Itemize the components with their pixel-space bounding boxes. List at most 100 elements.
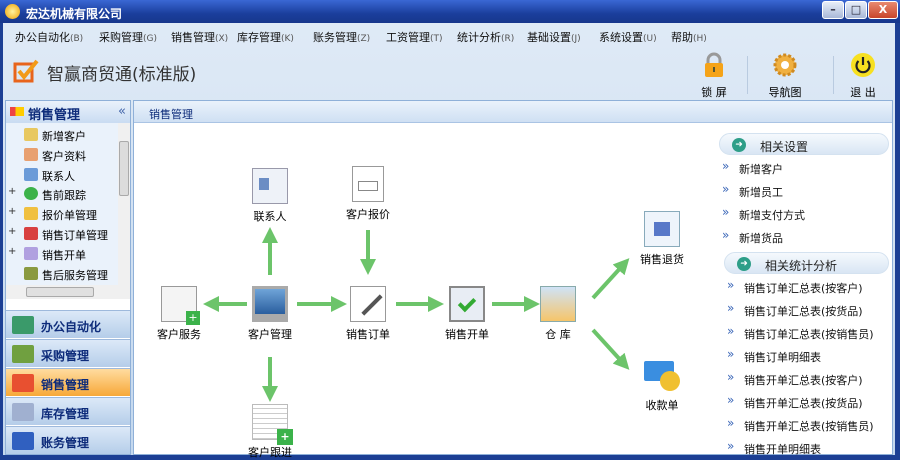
related-link[interactable]: 销售开单明细表 <box>724 437 889 460</box>
flow-node-quote[interactable]: 客户报价 <box>328 166 408 222</box>
flow-label: 客户服务 <box>157 328 201 341</box>
menu-label: 库存管理 <box>237 31 281 44</box>
coins-icon <box>644 357 680 393</box>
module-button[interactable]: 账务管理 <box>6 426 130 454</box>
flow-node-customer[interactable]: 客户管理 <box>230 286 310 342</box>
related-link[interactable]: 销售订单汇总表(按销售员) <box>724 322 889 345</box>
related-link[interactable]: 销售开单汇总表(按客户) <box>724 368 889 391</box>
tree-item-label: 销售订单管理 <box>42 229 108 242</box>
flow-node-followup[interactable]: +客户跟进 <box>230 404 310 460</box>
expand-toggle[interactable]: + <box>8 186 17 198</box>
menu-item[interactable]: 帮助(H) <box>671 29 707 45</box>
service-icon: + <box>161 286 200 325</box>
lock-icon <box>705 52 723 77</box>
flow-node-receipt[interactable]: 收款单 <box>622 357 702 413</box>
vertical-scrollbar[interactable] <box>118 123 130 285</box>
menu-item[interactable]: 库存管理(K) <box>237 29 294 45</box>
module-button[interactable]: 销售管理 <box>6 368 130 396</box>
brand-logo-icon <box>13 59 39 83</box>
menu-label: 办公自动化 <box>15 31 70 44</box>
menu-bar: 办公自动化(B) 采购管理(G) 销售管理(X) 库存管理(K) 账务管理(Z) 工资管理… <box>3 23 895 48</box>
tree-item[interactable]: +报价单管理 <box>6 204 118 223</box>
contact-card-icon <box>252 168 288 204</box>
menu-shortcut: (T) <box>430 34 443 44</box>
related-link[interactable]: 销售开单汇总表(按销售员) <box>724 414 889 437</box>
menu-label: 销售管理 <box>171 31 215 44</box>
module-label: 办公自动化 <box>41 320 102 334</box>
related-link[interactable]: 新增客户 <box>719 157 889 180</box>
tree-item[interactable]: +销售开单 <box>6 244 118 263</box>
maximize-button[interactable]: □ <box>845 1 867 19</box>
flow-node-service[interactable]: + 客户服务 <box>139 286 219 342</box>
module-button[interactable]: 库存管理 <box>6 397 130 425</box>
module-label: 采购管理 <box>41 349 90 363</box>
navigation-map-button[interactable]: 导航图 <box>760 52 810 100</box>
related-link[interactable]: 销售订单明细表 <box>724 345 889 368</box>
window-title: 宏达机械有限公司 <box>26 7 123 21</box>
module-icon <box>12 403 34 421</box>
menu-item[interactable]: 系统设置(U) <box>599 29 657 45</box>
monitor-icon <box>252 286 288 322</box>
menu-shortcut: (X) <box>215 34 229 44</box>
menu-shortcut: (R) <box>501 34 515 44</box>
tree-item[interactable]: + 售前跟踪 <box>6 184 118 203</box>
tree-item[interactable]: 客户资料 <box>6 145 118 164</box>
related-link[interactable]: 新增货品 <box>719 226 889 249</box>
close-button[interactable]: X <box>868 1 898 19</box>
module-button[interactable]: 采购管理 <box>6 339 130 367</box>
section-title: 相关统计分析 <box>765 259 838 273</box>
expand-toggle[interactable]: + <box>8 206 17 218</box>
lock-screen-button[interactable]: 锁 屏 <box>689 52 739 100</box>
tree-item-icon <box>24 227 38 240</box>
tree-item[interactable]: 联系人 <box>6 165 118 184</box>
menu-shortcut: (B) <box>70 34 84 44</box>
tree-item[interactable]: 售后服务管理 <box>6 264 118 283</box>
collapse-sidebar-button[interactable]: « <box>118 104 126 119</box>
menu-label: 工资管理 <box>386 31 430 44</box>
expand-toggle[interactable]: + <box>8 245 17 257</box>
lock-screen-label: 锁 屏 <box>701 86 727 99</box>
tree-item[interactable]: 新增客户 <box>6 125 118 144</box>
expand-toggle[interactable]: + <box>8 226 17 237</box>
menu-shortcut: (U) <box>643 34 657 44</box>
menu-item[interactable]: 统计分析(R) <box>457 29 514 45</box>
flow-node-invoice[interactable]: 销售开单 <box>427 286 507 342</box>
related-link[interactable]: 新增员工 <box>719 180 889 203</box>
navigation-map-label: 导航图 <box>768 86 802 99</box>
sales-icon <box>10 107 24 116</box>
related-link[interactable]: 新增支付方式 <box>719 203 889 226</box>
tree-item-label: 售前跟踪 <box>42 189 86 203</box>
return-goods-icon <box>644 211 680 247</box>
sidebar-header: 销售管理« <box>6 101 130 123</box>
horizontal-scrollbar[interactable] <box>6 285 130 299</box>
related-link[interactable]: 销售订单汇总表(按货品) <box>724 299 889 322</box>
menu-item[interactable]: 基础设置(J) <box>527 29 581 45</box>
panel-title: 销售管理 <box>134 101 892 123</box>
related-link[interactable]: 销售开单汇总表(按货品) <box>724 391 889 414</box>
module-label: 库存管理 <box>41 407 90 421</box>
flow-node-return[interactable]: 销售退货 <box>622 211 702 267</box>
menu-shortcut: (Z) <box>357 34 371 44</box>
menu-item[interactable]: 采购管理(G) <box>99 29 157 45</box>
menu-item[interactable]: 办公自动化(B) <box>15 29 83 45</box>
checked-invoice-icon <box>449 286 485 322</box>
related-link[interactable]: 销售订单汇总表(按客户) <box>724 276 889 299</box>
flow-label: 销售开单 <box>445 328 489 341</box>
menu-item[interactable]: 账务管理(Z) <box>313 29 370 45</box>
menu-item[interactable]: 工资管理(T) <box>386 29 443 45</box>
exit-button[interactable]: 退 出 <box>838 52 888 100</box>
flow-node-order[interactable]: 销售订单 <box>328 286 408 342</box>
tree-item-label: 客户资料 <box>42 149 86 163</box>
related-settings-header: ➜相关设置 <box>719 133 889 155</box>
document-icon <box>352 166 384 202</box>
module-button[interactable]: 办公自动化 <box>6 310 130 338</box>
minimize-button[interactable]: – <box>822 1 844 19</box>
divider <box>747 56 748 94</box>
related-panel: ➜相关设置 新增客户新增员工新增支付方式新增货品 ➜相关统计分析 销售订单汇总表… <box>719 133 889 460</box>
menu-item[interactable]: 销售管理(X) <box>171 29 228 45</box>
flow-label: 客户报价 <box>346 208 390 221</box>
flow-node-contact[interactable]: 联系人 <box>230 168 310 224</box>
tree-item-icon <box>24 167 38 181</box>
tree-item[interactable]: + 销售订单管理 <box>6 224 118 243</box>
flow-node-warehouse[interactable]: 仓 库 <box>518 286 598 342</box>
